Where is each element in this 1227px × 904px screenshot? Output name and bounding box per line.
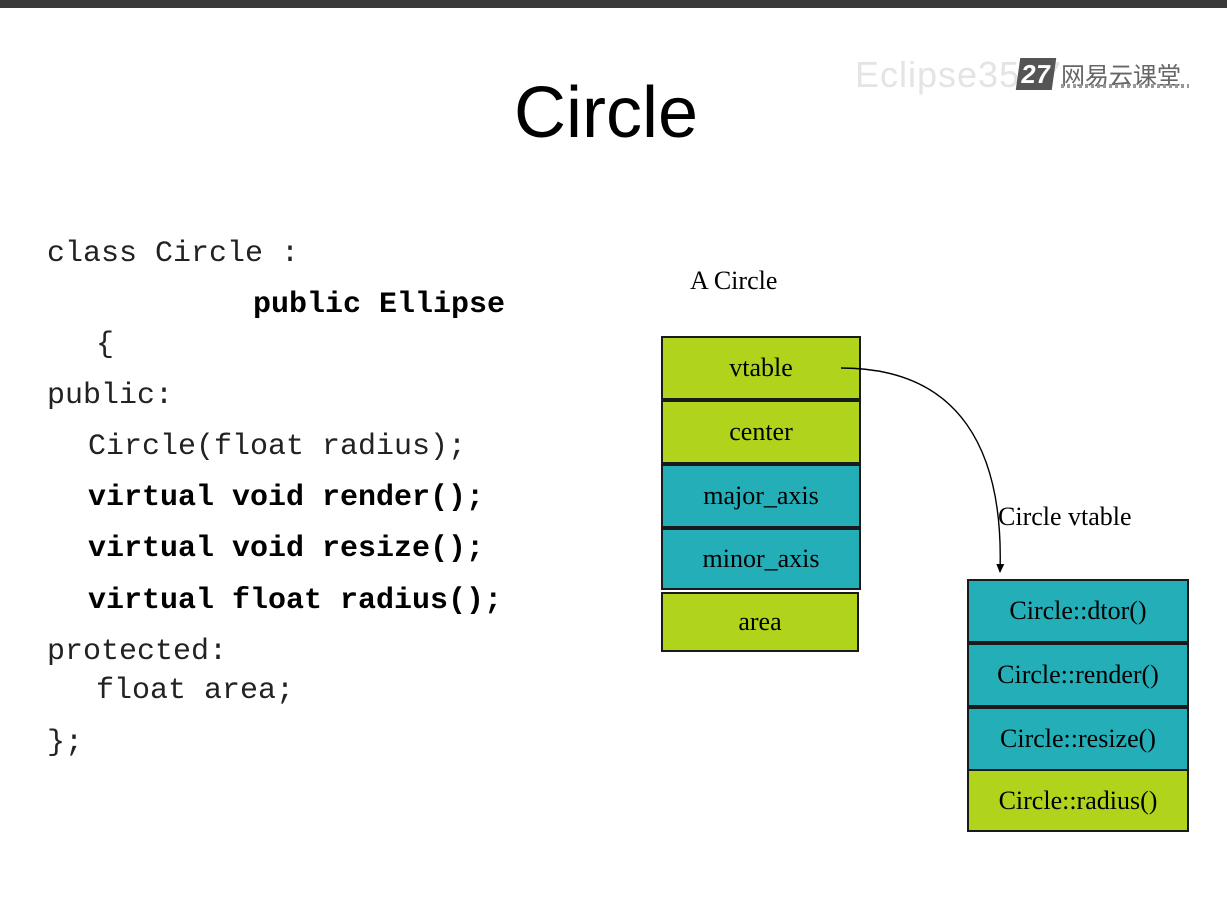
vtable-entry-radius: Circle::radius(): [967, 769, 1189, 832]
code-line-area-field: float area;: [96, 674, 295, 708]
object-field-major-axis: major_axis: [661, 464, 861, 528]
object-field-area: area: [661, 592, 859, 652]
vtable-label: Circle vtable: [998, 502, 1132, 531]
object-field-vtable: vtable: [661, 336, 861, 400]
code-line-public: public:: [47, 379, 174, 413]
code-line-close-brace: };: [47, 726, 84, 760]
slide-title: Circle: [513, 73, 698, 153]
code-line-radius: virtual float radius();: [88, 584, 503, 618]
code-line-protected: protected:: [47, 635, 228, 669]
code-line-base-class: public Ellipse: [253, 288, 506, 322]
top-bar: [0, 0, 1227, 8]
object-field-minor-axis: minor_axis: [661, 528, 861, 590]
code-line-render: virtual void render();: [88, 481, 485, 515]
vtable-entry-resize: Circle::resize(): [967, 707, 1189, 771]
code-line-resize: virtual void resize();: [88, 532, 485, 566]
vtable-entry-dtor: Circle::dtor(): [967, 579, 1189, 643]
code-line-constructor: Circle(float radius);: [88, 430, 467, 464]
object-label: A Circle: [690, 266, 778, 295]
watermark-underline: [1061, 84, 1189, 88]
object-field-center: center: [661, 400, 861, 464]
code-line-class-decl: class Circle :: [47, 237, 300, 271]
code-line-open-brace: {: [96, 328, 115, 362]
watermark-logo: Eclipse3527 27 网易云课堂: [855, 52, 1200, 98]
vtable-entry-render: Circle::render(): [967, 643, 1189, 707]
